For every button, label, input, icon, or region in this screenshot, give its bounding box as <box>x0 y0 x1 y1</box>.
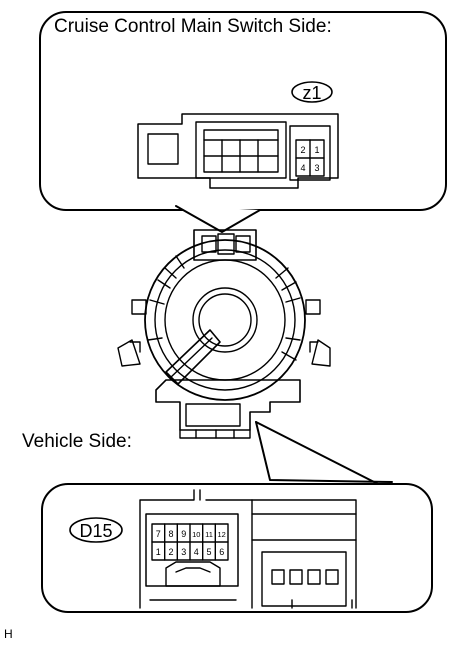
pin-d15-5: 5 <box>206 547 211 557</box>
pin-z1-3: 3 <box>314 163 319 173</box>
pin-d15-4: 4 <box>194 547 199 557</box>
connector-z1: 2 1 4 3 <box>137 113 339 189</box>
connector-d15: 7 8 9 10 11 12 1 2 3 4 5 6 <box>139 489 357 609</box>
connector-d15-badge: D15 <box>69 517 123 543</box>
spiral-cable-assembly <box>117 229 331 439</box>
top-callout <box>39 11 447 233</box>
pin-d15-3: 3 <box>181 547 186 557</box>
pin-z1-4: 4 <box>300 163 305 173</box>
pin-d15-2: 2 <box>168 547 173 557</box>
pin-d15-6: 6 <box>219 547 224 557</box>
pin-d15-1: 1 <box>156 547 161 557</box>
pin-z1-2: 2 <box>300 145 305 155</box>
pin-d15-10: 10 <box>192 530 200 539</box>
bottom-callout-title: Vehicle Side: <box>22 431 132 452</box>
connector-d15-code: D15 <box>79 521 112 541</box>
pin-d15-7: 7 <box>156 529 161 539</box>
pin-d15-8: 8 <box>168 529 173 539</box>
pin-d15-11: 11 <box>205 530 213 539</box>
pin-d15-12: 12 <box>218 530 226 539</box>
top-callout-title: Cruise Control Main Switch Side: <box>54 16 332 37</box>
connector-z1-code: z1 <box>302 83 321 103</box>
connector-z1-badge: z1 <box>291 81 333 103</box>
pin-d15-9: 9 <box>181 529 186 539</box>
pin-z1-1: 1 <box>314 145 319 155</box>
corner-mark: H <box>4 627 13 641</box>
